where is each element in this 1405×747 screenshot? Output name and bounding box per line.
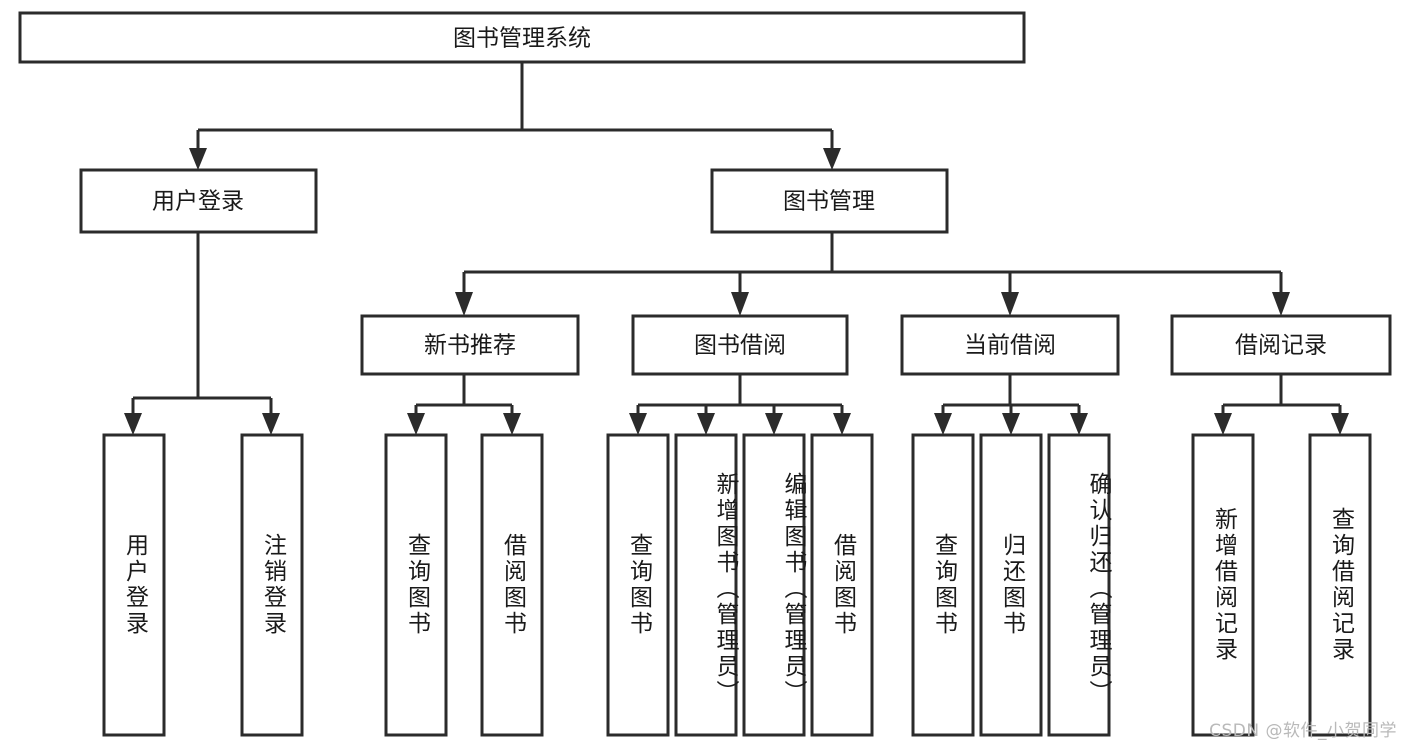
leaf-borrow-book-box[interactable]	[810, 433, 874, 737]
node-borrow-record[interactable]: 借阅记录	[1170, 314, 1392, 376]
arrow-to-user-login	[189, 148, 207, 170]
node-user-login[interactable]: 用户登录	[79, 168, 318, 234]
new-book-recommend-box[interactable]	[360, 314, 580, 376]
borrow-record-label: 借阅记录	[1235, 333, 1327, 359]
arrow-to-leaf-add-book-admin	[697, 413, 715, 435]
leaf-box-layer	[102, 433, 1372, 737]
new-book-recommend-label: 新书推荐	[424, 333, 516, 359]
arrow-to-leaf-user-login	[124, 413, 142, 435]
arrow-to-leaf-borrow-book	[833, 413, 851, 435]
user-login-box[interactable]	[79, 168, 318, 234]
root-box[interactable]	[18, 11, 1026, 64]
connector-current-borrow-bus	[941, 374, 1081, 418]
connector-layer	[124, 62, 1349, 435]
arrow-to-book-borrow	[731, 292, 749, 316]
leaf-confirm-return-admin-box[interactable]	[1047, 433, 1111, 737]
arrow-to-leaf-confirm-return-admin	[1070, 413, 1088, 435]
leaf-add-book-admin-box[interactable]	[674, 433, 738, 737]
book-borrow-label: 图书借阅	[694, 333, 786, 359]
leaf-query-book-borrow-box[interactable]	[606, 433, 670, 737]
node-book-management[interactable]: 图书管理	[710, 168, 949, 234]
arrow-to-leaf-query-borrow-record	[1331, 413, 1349, 435]
leaf-return-book-box[interactable]	[979, 433, 1043, 737]
leaf-query-book-recommend-box[interactable]	[384, 433, 448, 737]
book-borrow-box[interactable]	[631, 314, 849, 376]
arrow-to-leaf-query-book-recommend	[407, 413, 425, 435]
arrow-to-leaf-borrow-book-recommend	[503, 413, 521, 435]
current-borrow-label: 当前借阅	[964, 333, 1056, 359]
node-root[interactable]: 图书管理系统	[18, 11, 1026, 64]
arrow-to-book-management	[823, 148, 841, 170]
watermark-text: CSDN @软件_小贺同学	[1209, 721, 1397, 741]
leaf-add-borrow-record-box[interactable]	[1191, 433, 1255, 737]
leaf-user-login-box[interactable]	[102, 433, 166, 737]
leaf-edit-book-admin-box[interactable]	[742, 433, 806, 737]
arrow-to-leaf-user-logout	[262, 413, 280, 435]
book-management-box[interactable]	[710, 168, 949, 234]
node-book-borrow[interactable]: 图书借阅	[631, 314, 849, 376]
borrow-record-box[interactable]	[1170, 314, 1392, 376]
connector-root-bus	[196, 62, 834, 152]
connector-book-management-bus	[462, 232, 1283, 292]
node-current-borrow[interactable]: 当前借阅	[900, 314, 1120, 376]
leaf-borrow-book-recommend-box[interactable]	[480, 433, 544, 737]
current-borrow-box[interactable]	[900, 314, 1120, 376]
arrow-to-leaf-query-book-borrow	[629, 413, 647, 435]
connector-borrow-record-bus	[1221, 374, 1342, 418]
arrow-to-new-book-recommend	[455, 292, 473, 316]
arrow-to-leaf-edit-book-admin	[765, 413, 783, 435]
leaf-query-book-current-box[interactable]	[911, 433, 975, 737]
node-new-book-recommend[interactable]: 新书推荐	[360, 314, 580, 376]
arrow-to-borrow-record	[1272, 292, 1290, 316]
book-management-label: 图书管理	[783, 189, 875, 215]
root-label: 图书管理系统	[453, 26, 591, 52]
connector-new-book-recommend-bus	[414, 374, 514, 418]
leaf-user-logout-box[interactable]	[240, 433, 304, 737]
arrow-to-leaf-return-book	[1002, 413, 1020, 435]
connector-book-borrow-bus	[636, 374, 844, 418]
connector-user-login-bus	[131, 232, 273, 418]
leaf-query-borrow-record-box[interactable]	[1308, 433, 1372, 737]
arrow-to-leaf-add-borrow-record	[1214, 413, 1232, 435]
arrow-to-current-borrow	[1001, 292, 1019, 316]
arrow-to-leaf-query-book-current	[934, 413, 952, 435]
user-login-label: 用户登录	[152, 189, 244, 215]
